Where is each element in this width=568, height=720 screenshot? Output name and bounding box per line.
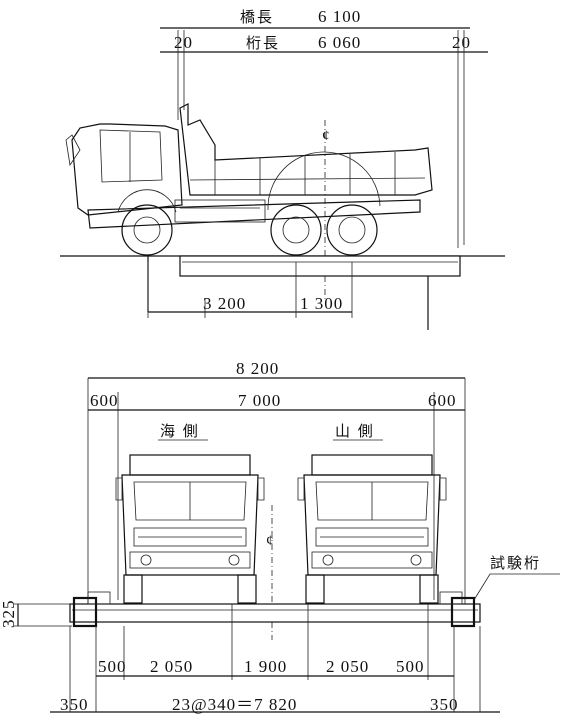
tr-headlight-l	[322, 554, 334, 566]
left-margin-600: 600	[90, 391, 119, 410]
curb-right	[439, 591, 463, 605]
girder-height-325: 325	[0, 600, 18, 629]
spacing-1900: 1 900	[244, 657, 287, 676]
tr-dump-top	[311, 454, 433, 476]
spacing-500-left: 500	[98, 657, 127, 676]
truck-cab	[71, 123, 183, 216]
overall-width-value: 8 200	[236, 359, 279, 378]
dump-body	[179, 103, 433, 196]
rear-wheel-2	[326, 204, 378, 256]
bridge-deck	[179, 255, 461, 277]
fuel-tank	[174, 199, 266, 223]
tr-tire-r	[419, 574, 439, 604]
cl-symbol-side: ¢	[322, 128, 331, 144]
spacing-2050-right: 2 050	[326, 657, 369, 676]
spacing-2050-left: 2 050	[150, 657, 193, 676]
front-view: 8 200 600 7 000 600 海 側 山 側 ¢	[0, 359, 560, 714]
bridge-length-label: 橋長	[240, 9, 274, 26]
end-left-350: 350	[60, 695, 89, 714]
tl-mirror-r	[257, 477, 265, 501]
tr-tire-l	[305, 574, 325, 604]
end-right-350: 350	[430, 695, 459, 714]
test-girder-leader	[473, 573, 560, 601]
deck-slab	[69, 603, 481, 623]
tl-tire-r	[237, 574, 257, 604]
tl-bumper	[129, 551, 251, 569]
rear-hub-2	[338, 216, 366, 244]
side-view: 橋長 6 100 20 桁長 6 060 20 ¢ 3 200 1 300	[60, 7, 505, 330]
lane-width-7000: 7 000	[238, 391, 281, 410]
edge-girder-left	[72, 596, 98, 628]
front-fender	[117, 189, 177, 213]
edge-girder-right	[450, 596, 476, 628]
mirror	[65, 134, 81, 167]
left-end-20: 20	[174, 33, 193, 52]
truck-front-left	[115, 454, 265, 604]
tr-mirror-l	[297, 477, 305, 501]
tl-mirror-l	[115, 477, 123, 501]
axle-spacing-1300: 1 300	[300, 294, 343, 313]
tl-dump-top	[129, 454, 251, 476]
right-margin-600: 600	[428, 391, 457, 410]
rear-hub-1	[282, 216, 310, 244]
girder-array-spec: 23@340＝7 820	[172, 695, 297, 714]
tr-mirror-r	[439, 477, 447, 501]
bridge-length-value: 6 100	[318, 7, 361, 26]
sea-side-label: 海 側	[160, 423, 200, 440]
cab-window	[99, 129, 163, 183]
axle-spacing-3200: 3 200	[203, 294, 246, 313]
spacing-500-right: 500	[396, 657, 425, 676]
rear-wheel-1	[270, 204, 322, 256]
tl-tire-l	[123, 574, 143, 604]
chassis-frame	[87, 199, 421, 229]
tl-grille	[133, 527, 247, 547]
front-hub	[133, 216, 161, 244]
girder-length-value: 6 060	[318, 33, 361, 52]
tr-headlight-r	[410, 554, 422, 566]
test-girder-label: 試験桁	[490, 555, 541, 572]
dump-rail	[189, 177, 426, 181]
curb-left	[87, 591, 111, 605]
front-wheel	[121, 204, 173, 256]
tl-windshield	[133, 481, 247, 521]
tl-headlight-r	[228, 554, 240, 566]
tl-headlight-l	[140, 554, 152, 566]
tr-bumper	[311, 551, 433, 569]
rear-fender	[267, 151, 381, 211]
truck-front-right	[297, 454, 447, 604]
right-end-20: 20	[452, 33, 471, 52]
dump-truck-side	[65, 103, 433, 256]
tr-windshield	[315, 481, 429, 521]
tr-grille	[315, 527, 429, 547]
mountain-side-label: 山 側	[335, 423, 375, 440]
cl-symbol-front: ¢	[266, 533, 275, 549]
girder-length-label: 桁長	[246, 35, 280, 52]
